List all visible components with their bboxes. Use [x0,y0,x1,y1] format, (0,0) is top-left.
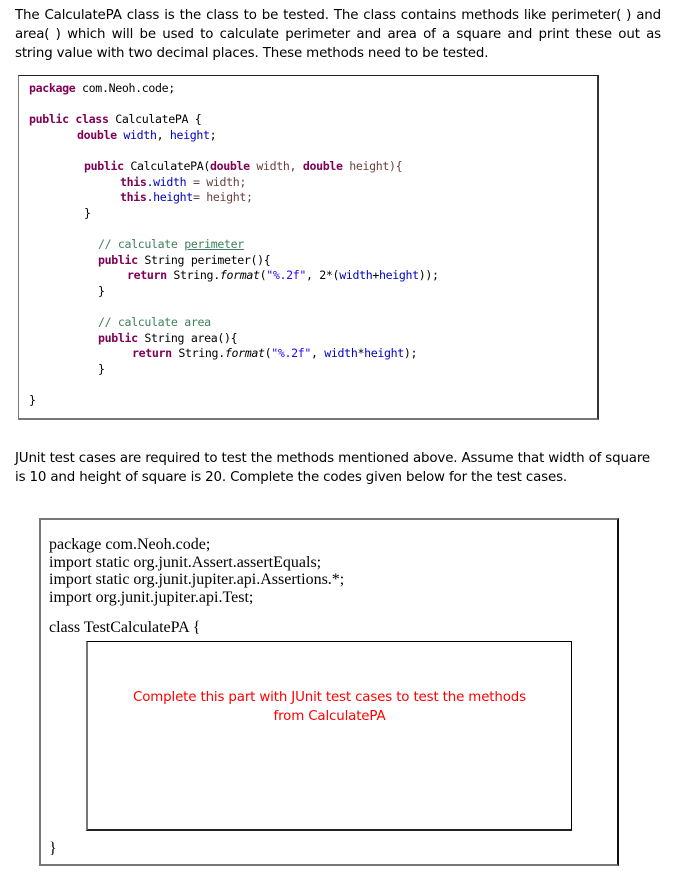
code-fields-line: double width, height; [77,128,217,142]
code-text: String. [166,268,220,282]
code-method: format [224,346,265,360]
test-cases-answer-area[interactable]: Complete this part with JUnit test cases… [86,641,572,831]
task-paragraph: JUnit test cases are required to test th… [15,451,650,485]
code-param: height){ [342,159,403,173]
code-text: , 2*( [306,268,340,282]
code-field: height [378,268,419,282]
code-keyword: public [29,112,69,126]
test-class-close-brace: } [49,840,57,857]
code-text: + [372,268,379,282]
code-string: "%.2f" [266,268,307,282]
code-keyword: public [98,331,138,345]
code-keyword: this [120,175,147,189]
code-keyword: double [302,159,343,173]
test-template-line: import org.junit.jupiter.api.Test; [49,588,254,606]
code-text: = width; [186,175,246,189]
code-constructor-signature: public CalculatePA(double width, double … [84,159,403,175]
code-assign-width: this.width = width; [120,175,246,191]
code-text: = height; [192,190,253,204]
code-field: width [324,346,358,360]
code-package-line: package com.Neoh.code; [29,81,175,97]
code-param: width, [249,159,303,173]
intro-paragraph: The CalculatePA class is the class to be… [15,8,661,61]
code-text: , [311,346,325,360]
code-string: "%.2f" [271,346,312,360]
answer-area-instructions: Complete this part with JUnit test cases… [88,688,571,726]
code-keyword: public [84,159,124,173]
code-comment-perimeter: // calculate perimeter [98,237,244,253]
code-field: width [123,128,157,142]
code-text: CalculatePA( [123,159,210,173]
code-text: ); [403,346,418,360]
code-field: .height [146,190,194,204]
code-perimeter-signature: public String perimeter(){ [98,253,271,269]
test-template-line: import static org.junit.jupiter.api.Asse… [49,571,345,589]
calculatepa-source-box: package com.Neoh.code; public class Calc… [18,75,599,420]
code-keyword: public [98,253,138,267]
code-keyword: package [29,81,76,95]
code-text: CalculatePA { [108,112,202,126]
code-area-signature: public String area(){ [98,331,238,347]
code-area-return: return String.format("%.2f", width*heigh… [132,346,417,362]
test-class-declaration: class TestCalculatePA { [49,619,201,636]
instruction-line: from CalculatePA [273,709,386,724]
test-template-line: import static org.junit.Assert.assertEqu… [49,553,322,571]
code-keyword: double [209,159,250,173]
code-keyword: class [75,112,109,126]
code-assign-height: this.height= height; [120,190,253,206]
code-field: height [169,128,210,142]
test-template-line: package com.Neoh.code; [49,536,211,553]
code-comment-underlined: perimeter [184,237,244,251]
code-class-close-brace: } [29,393,36,407]
code-comment: // calculate [98,237,185,251]
code-comment-area: // calculate area [98,315,211,329]
code-text: com.Neoh.code; [75,81,175,95]
code-text: * [357,346,365,360]
code-brace: } [84,206,91,220]
code-text: ( [264,346,272,360]
code-text: String area(){ [137,331,238,345]
code-keyword: double [77,128,117,142]
code-keyword: return [132,346,172,360]
code-text: String. [171,346,225,360]
instruction-line: Complete this part with JUnit test cases… [133,690,526,705]
code-keyword: return [127,268,167,282]
code-method: format [219,268,260,282]
code-keyword: this [120,190,147,204]
code-perimeter-return: return String.format("%.2f", 2*(width+he… [127,268,439,284]
code-brace: } [98,362,105,376]
code-text: )); [418,268,439,282]
test-template-box: package com.Neoh.code; import static org… [39,518,619,866]
code-text: ( [259,268,267,282]
code-field: .width [146,175,187,189]
code-brace: } [98,284,105,298]
code-class-declaration: public class CalculatePA { [29,112,202,128]
code-field: width [339,268,373,282]
code-field: height [364,346,404,360]
code-text: String perimeter(){ [137,253,271,267]
